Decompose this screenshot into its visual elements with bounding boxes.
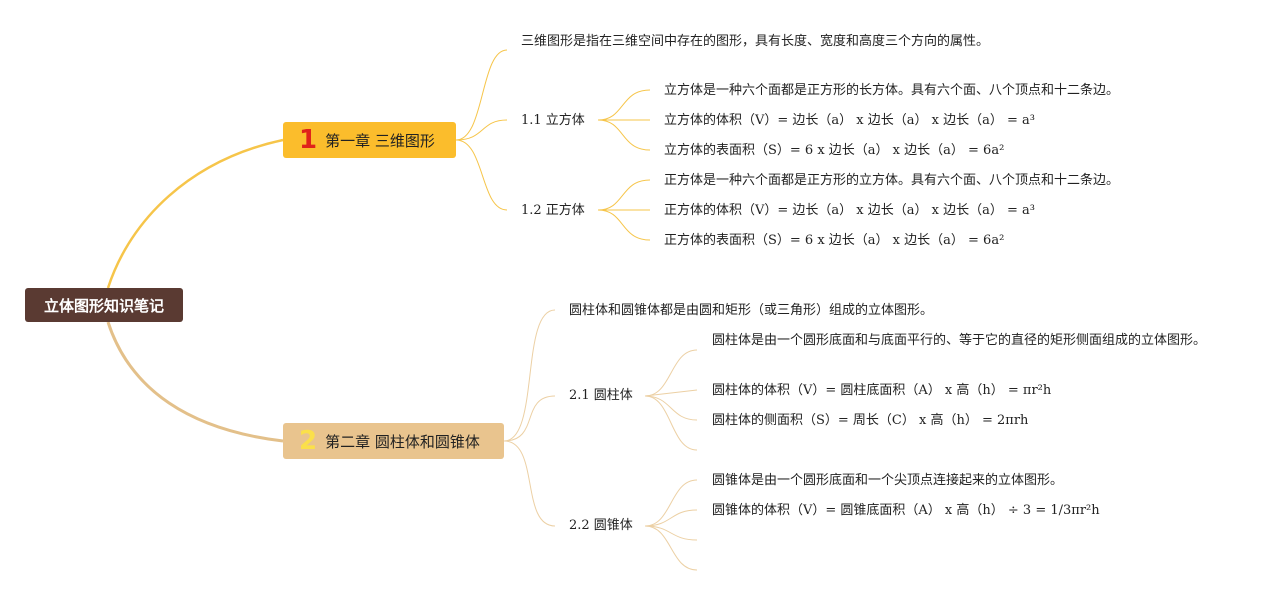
section-2-2-node[interactable]: 2.2 圆锥体 xyxy=(569,518,633,533)
chapter2-links xyxy=(503,309,698,571)
section-1-2-node[interactable]: 1.2 正方体 xyxy=(521,203,585,218)
section-1-1-node[interactable]: 1.1 立方体 xyxy=(521,113,585,128)
section-1-2-item[interactable]: 正方体的表面积（S）= 6 x 边长（a） x 边长（a） = 6a² xyxy=(664,233,1005,248)
root-topic[interactable]: 立体图形知识笔记 xyxy=(25,288,183,322)
section-2-1-item[interactable]: 圆柱体的体积（V）= 圆柱底面积（A） x 高（h） = πr²h xyxy=(712,383,1052,398)
chapter1-links xyxy=(455,49,651,241)
section-1-1-item[interactable]: 立方体的体积（V）= 边长（a） x 边长（a） x 边长（a） = a³ xyxy=(664,113,1035,128)
section-2-1-node[interactable]: 2.1 圆柱体 xyxy=(569,388,633,403)
chapter1-number-icon: 1 xyxy=(299,125,318,155)
chapter1-node[interactable]: 1 第一章 三维图形 xyxy=(283,122,456,158)
root-to-chapter1-link xyxy=(106,138,284,289)
section-2-2-item[interactable]: 圆锥体的体积（V）= 圆锥底面积（A） x 高（h） ÷ 3 = 1/3πr²h xyxy=(712,503,1100,518)
section-2-2-item[interactable]: 圆锥体是由一个圆形底面和一个尖顶点连接起来的立体图形。 xyxy=(712,473,1064,488)
section-1-1-item[interactable]: 立方体的表面积（S）= 6 x 边长（a） x 边长（a） = 6a² xyxy=(664,143,1005,158)
section-2-1-item[interactable]: 圆柱体是由一个圆形底面和与底面平行的、等于它的直径的矩形侧面组成的立体图形。 xyxy=(712,333,1207,348)
root-topic-label: 立体图形知识笔记 xyxy=(43,296,164,315)
section-1-2-item[interactable]: 正方体的体积（V）= 边长（a） x 边长（a） x 边长（a） = a³ xyxy=(664,203,1035,218)
root-to-chapter2-link xyxy=(106,321,284,443)
chapter2-number-icon: 2 xyxy=(299,426,318,456)
chapter2-intro-node[interactable]: 圆柱体和圆锥体都是由圆和矩形（或三角形）组成的立体图形。 xyxy=(569,303,934,318)
chapter2-node[interactable]: 2 第二章 圆柱体和圆锥体 xyxy=(283,423,504,459)
section-1-1-item[interactable]: 立方体是一种六个面都是正方形的长方体。具有六个面、八个顶点和十二条边。 xyxy=(664,83,1120,98)
section-1-2-item[interactable]: 正方体是一种六个面都是正方形的立方体。具有六个面、八个顶点和十二条边。 xyxy=(664,173,1120,188)
chapter2-title: 第二章 圆柱体和圆锥体 xyxy=(325,432,480,451)
chapter1-title: 第一章 三维图形 xyxy=(325,131,435,150)
chapter1-intro-node[interactable]: 三维图形是指在三维空间中存在的图形，具有长度、宽度和高度三个方向的属性。 xyxy=(521,34,990,49)
section-2-1-item[interactable]: 圆柱体的侧面积（S）= 周长（C） x 高（h） = 2πrh xyxy=(712,413,1029,428)
